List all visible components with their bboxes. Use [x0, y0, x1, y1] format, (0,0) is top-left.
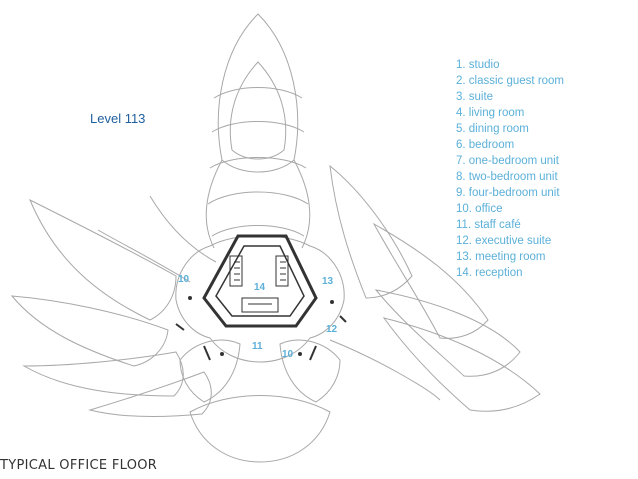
right-wing-petal-1: [329, 164, 413, 299]
legend-item: 11. staff café: [456, 219, 521, 231]
legend-item: 14. reception: [456, 267, 523, 279]
top-wing-arc-2: [211, 121, 305, 133]
bottom-petal-center: [189, 395, 331, 463]
level-label: Level 113: [90, 111, 146, 126]
legend-item: 2. classic guest room: [456, 75, 565, 87]
left-wing-petal-4: [88, 371, 212, 418]
top-wing-petal-1: [217, 13, 299, 173]
legend-item: 4. living room: [456, 107, 525, 119]
room-number-meeting-room: 13: [322, 276, 334, 287]
building-core: [175, 234, 347, 361]
plan-caption: TYPICAL OFFICE FLOOR: [0, 458, 158, 473]
top-wing-arc-1: [213, 87, 303, 99]
top-wing-arc-5: [211, 225, 305, 237]
legend-item: 1. studio: [456, 59, 500, 71]
right-wing-petal-3: [374, 289, 521, 377]
floor-plate-outline: [175, 235, 345, 363]
left-wing-petal-2: [10, 295, 169, 367]
room-number-staff-cafe: 11: [252, 341, 263, 352]
right-wing-petal-2: [372, 222, 489, 339]
legend-item: 13. meeting room: [456, 251, 546, 263]
room-number-office-bottom: 10: [282, 349, 294, 360]
bottom-petal-left: [179, 339, 241, 403]
right-wing-petal-4: [382, 317, 541, 412]
legend-item: 10. office: [456, 203, 503, 215]
legend-item: 12. executive suite: [456, 235, 552, 247]
right-wing-petal-5: [329, 339, 441, 401]
room-number-office-left: 10: [178, 274, 190, 285]
room-legend: 1. studio 2. classic guest room 3. suite…: [456, 57, 564, 281]
top-wing-petal-2: [229, 61, 287, 160]
legend-item: 7. one-bedroom unit: [456, 155, 559, 167]
left-wing-petal-5: [97, 229, 191, 283]
top-wing-side-right: [293, 159, 311, 249]
left-wing-petal-3: [22, 351, 184, 397]
tower-setback-outlines: [10, 13, 541, 463]
legend-item: 9. four-bedroom unit: [456, 187, 560, 199]
legend-item: 6. bedroom: [456, 139, 515, 151]
left-wing-petal-6: [149, 195, 217, 263]
left-wing-petal-1: [29, 198, 177, 321]
top-wing-arc-4: [207, 191, 309, 205]
legend-item: 3. suite: [456, 91, 494, 103]
legend-item: 8. two-bedroom unit: [456, 171, 558, 183]
top-wing-side-left: [205, 159, 223, 249]
top-wing-arc-3: [209, 157, 307, 169]
legend-item: 5. dining room: [456, 123, 529, 135]
bottom-petal-right: [279, 339, 341, 403]
room-number-reception: 14: [254, 282, 266, 293]
room-number-executive-suite: 12: [326, 324, 338, 335]
